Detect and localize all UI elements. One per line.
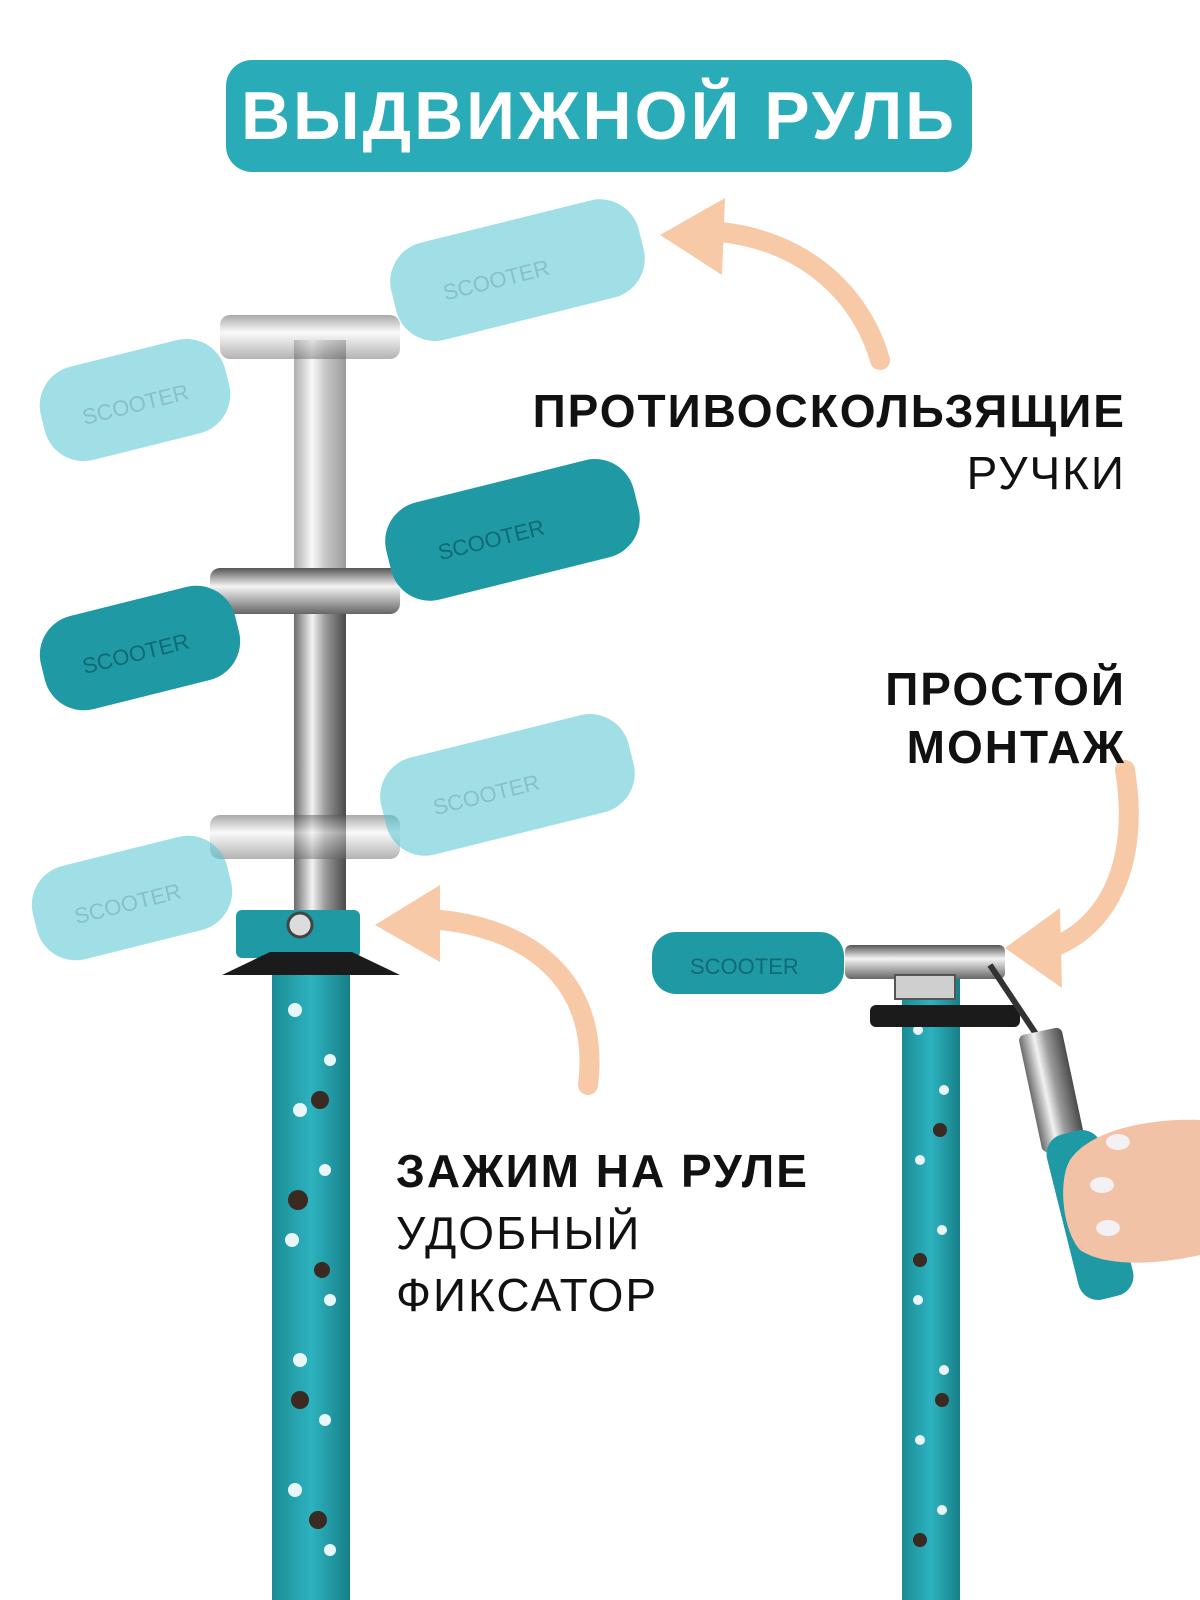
curved-arrow-icon bbox=[375, 885, 440, 962]
banner-title: ВЫДВИЖНОЙ РУЛЬ bbox=[240, 78, 958, 154]
feature-mount-line2: МОНТАЖ bbox=[906, 721, 1126, 773]
feature-grips-title: ПРОТИВОСКОЛЬЗЯЩИЕ bbox=[532, 385, 1126, 437]
scooter-stem-left bbox=[272, 960, 350, 1600]
grip-middle-left: SCOOTER bbox=[39, 585, 241, 711]
curved-arrow-icon bbox=[1035, 760, 1139, 960]
feature-clamp-line1: УДОБНЫЙ bbox=[396, 1207, 642, 1259]
grip-top-right: SCOOTER bbox=[390, 199, 645, 341]
grip-bottom-left: SCOOTER bbox=[31, 835, 233, 961]
curved-arrow-icon bbox=[660, 198, 725, 275]
feature-clamp: ЗАЖИМ НА РУЛЕ УДОБНЫЙ ФИКСАТОР bbox=[396, 1140, 809, 1326]
feature-clamp-line2: ФИКСАТОР bbox=[396, 1269, 659, 1321]
grip-bottom-right: SCOOTER bbox=[380, 714, 635, 856]
feature-grips-subtitle: РУЧКИ bbox=[966, 447, 1126, 499]
feature-grips: ПРОТИВОСКОЛЬЗЯЩИЕ РУЧКИ bbox=[533, 384, 1126, 500]
handlebar-tube-left bbox=[210, 315, 400, 910]
grip-top-left: SCOOTER bbox=[39, 338, 231, 462]
feature-mount-line1: ПРОСТОЙ bbox=[885, 663, 1126, 715]
feature-clamp-title: ЗАЖИМ НА РУЛЕ bbox=[396, 1145, 809, 1197]
handlebar-clamp bbox=[222, 910, 400, 975]
title-banner: ВЫДВИЖНОЙ РУЛЬ bbox=[226, 60, 972, 172]
svg-text:SCOOTER: SCOOTER bbox=[690, 954, 799, 979]
grip-middle-right: SCOOTER bbox=[385, 459, 640, 601]
curved-arrow-icon bbox=[430, 910, 600, 1095]
curved-arrow-icon bbox=[1005, 908, 1062, 988]
feature-mount: ПРОСТОЙ МОНТАЖ bbox=[885, 660, 1126, 776]
scooter-stem-right bbox=[870, 975, 1020, 1600]
hand bbox=[1063, 1119, 1200, 1263]
curved-arrow-icon bbox=[710, 222, 890, 370]
